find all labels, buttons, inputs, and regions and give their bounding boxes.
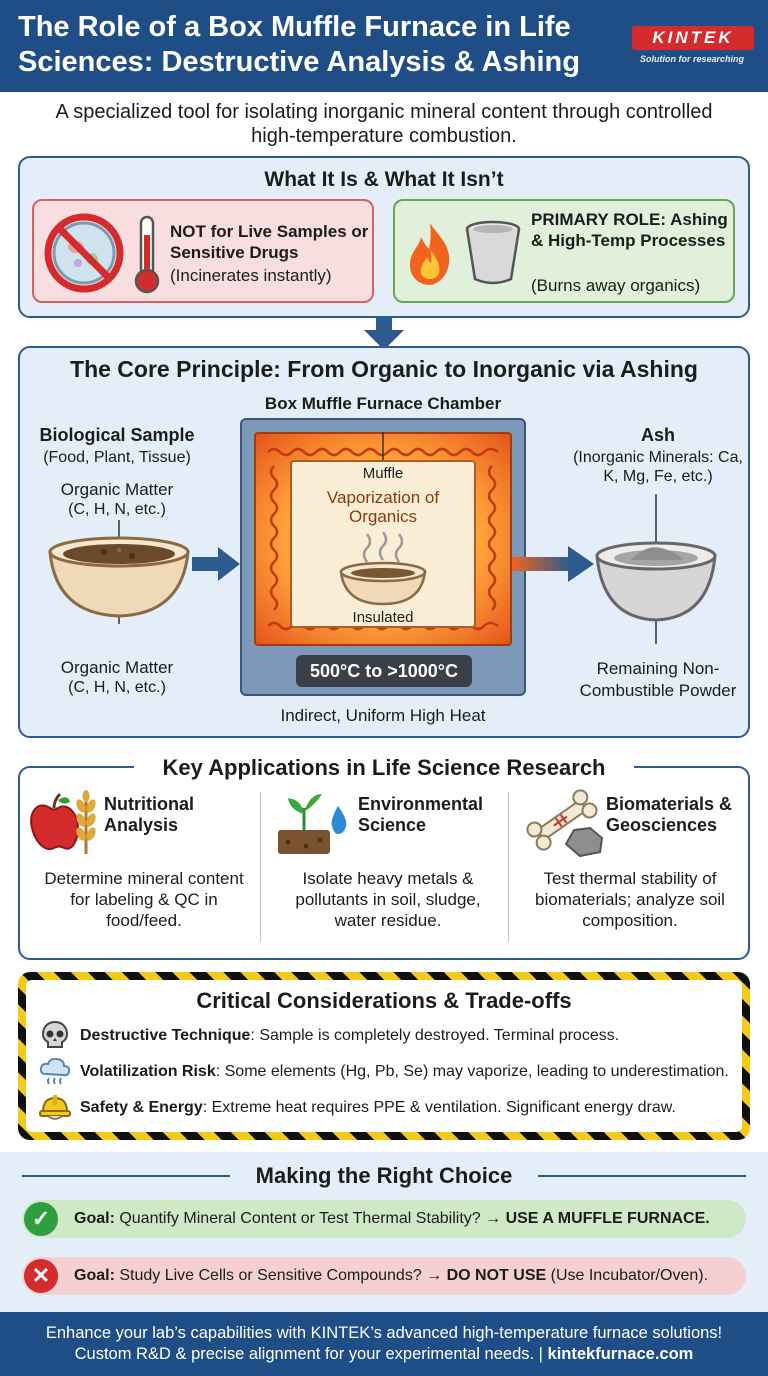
choice-rule-left [22,1175,230,1177]
applications-panel [18,766,750,960]
crucible-icon [465,220,521,285]
organic-top-sub: (C, H, N, etc.) [68,501,166,518]
choice-avoid-emphasis: DO NOT USE [446,1267,547,1284]
page-subtitle: A specialized tool for isolating inorgan… [55,101,713,147]
ash-subtitle: (Inorganic Minerals: Ca, K, Mg, Fe, etc.… [573,449,743,485]
footer-line-2: Custom R&D & precise alignment for your … [0,1344,768,1365]
primary-role-note: (Burns away organics) [531,276,701,295]
choice-avoid-label: Goal: [74,1267,115,1284]
not-for-card: NOT for Live Samples or Sensitive Drugs … [32,199,374,303]
chamber-label: Box Muffle Furnace Chamber [264,394,502,413]
organic-bottom-sub: (C, H, N, etc.) [68,679,166,696]
vapor-cloud-icon [39,1057,71,1085]
primary-role-title: PRIMARY ROLE: Ashing & High-Temp Process… [531,210,728,250]
thermometer-icon [134,215,160,294]
app-environmental-title: Environmental Science [358,794,484,835]
what-it-is-title: What It Is & What It Isn’t [264,168,504,191]
footer-site-link[interactable]: kintekfurnace.com [547,1345,694,1363]
no-cells-icon [44,213,124,293]
apple-wheat-icon [30,790,96,854]
app-nutritional-title: Nutritional Analysis [104,794,194,835]
ash-title: Ash [640,425,675,445]
temperature-badge: 500°C to >1000°C [296,655,472,687]
vaporization-label: Vaporization of Organics [326,488,440,526]
choice-use-text: Goal: Quantify Mineral Content or Test T… [74,1200,710,1238]
footer-line-1: Enhance your lab’s capabilities with KIN… [45,1324,723,1342]
remaining-label: Remaining Non-Combustible Powder [579,659,737,700]
choice-rule-right [538,1175,746,1177]
ash-crucible-icon [595,494,717,644]
bone-rock-icon [526,789,604,858]
skull-icon [41,1020,69,1048]
primary-role-card: PRIMARY ROLE: Ashing & High-Temp Process… [393,199,735,303]
hard-hat-icon [39,1095,71,1120]
consideration-safety-text: : Extreme heat requires PPE & ventilatio… [202,1099,676,1116]
footer-line-2-text: Custom R&D & precise alignment for your … [74,1345,548,1363]
core-principle-title: The Core Principle: From Organic to Inor… [70,356,698,382]
organic-bottom-label: Organic Matter [60,658,174,677]
brand-tagline: Solution for researching [639,54,744,64]
choice-use-emphasis: USE A MUFFLE FURNACE. [505,1210,710,1227]
choice-use-pill: ✓ Goal: Quantify Mineral Content or Test… [22,1200,746,1238]
consideration-destructive-title: Destructive Technique [80,1027,251,1044]
check-icon: ✓ [24,1202,58,1236]
organic-top-label: Organic Matter [60,480,174,499]
not-for-title: NOT for Live Samples or Sensitive Drugs [170,222,369,262]
choice-avoid-pill: ✕ Goal: Study Live Cells or Sensitive Co… [22,1257,746,1295]
heated-bowl-icon [339,532,427,606]
choice-use-label: Goal: [74,1210,115,1227]
soil-water-icon [278,794,347,854]
muffle-label: Muffle [362,465,404,482]
flow-down-arrow-icon [364,318,404,350]
applications-title: Key Applications in Life Science Researc… [134,754,634,782]
not-for-note: (Incinerates instantly) [170,266,332,285]
choice-title: Making the Right Choice [255,1163,513,1188]
choice-avoid-text: Goal: Study Live Cells or Sensitive Comp… [74,1257,708,1295]
flame-icon [409,223,450,285]
consideration-safety-title: Safety & Energy [80,1099,203,1116]
footer-banner: Enhance your lab’s capabilities with KIN… [0,1312,768,1376]
choice-avoid-tail: (Use Incubator/Oven). [546,1267,709,1284]
consideration-volatilization-text: : Some elements (Hg, Pb, Se) may vaporiz… [215,1063,729,1080]
sample-subtitle: (Food, Plant, Tissue) [43,449,191,466]
app-biomaterials-desc: Test thermal stability of biomaterials; … [535,869,725,930]
page-title: The Role of a Box Muffle Furnace in Life… [18,11,580,78]
insulated-label: Insulated [352,609,414,626]
consideration-destructive-text: : Sample is completely destroyed. Termin… [250,1027,620,1044]
app-environmental-desc: Isolate heavy metals & pollutants in soi… [295,869,481,930]
header-banner: The Role of a Box Muffle Furnace in Life… [0,0,768,92]
consideration-volatilization: Volatilization Risk: Some elements (Hg, … [80,1062,729,1082]
consideration-destructive: Destructive Technique: Sample is complet… [80,1026,619,1046]
arrow-to-ash-icon [512,546,594,582]
applications-divider [260,792,261,942]
sample-bowl-icon [48,520,190,624]
app-biomaterials-title: Biomaterials & Geosciences [606,794,733,835]
brand-logo[interactable]: KINTEK [632,26,754,50]
consideration-volatilization-title: Volatilization Risk [80,1063,216,1080]
applications-divider-2 [508,792,509,942]
arrow-to-furnace-icon [192,547,240,581]
considerations-title: Critical Considerations & Trade-offs [168,986,600,1016]
heat-note: Indirect, Uniform High Heat [280,706,486,725]
choice-use-question: Quantify Mineral Content or Test Thermal… [114,1210,506,1227]
cross-icon: ✕ [24,1259,58,1293]
consideration-safety: Safety & Energy: Extreme heat requires P… [80,1098,676,1118]
sample-title: Biological Sample [39,425,195,445]
app-nutritional-desc: Determine mineral content for labeling &… [44,869,244,930]
choice-avoid-question: Study Live Cells or Sensitive Compounds?… [114,1267,447,1284]
